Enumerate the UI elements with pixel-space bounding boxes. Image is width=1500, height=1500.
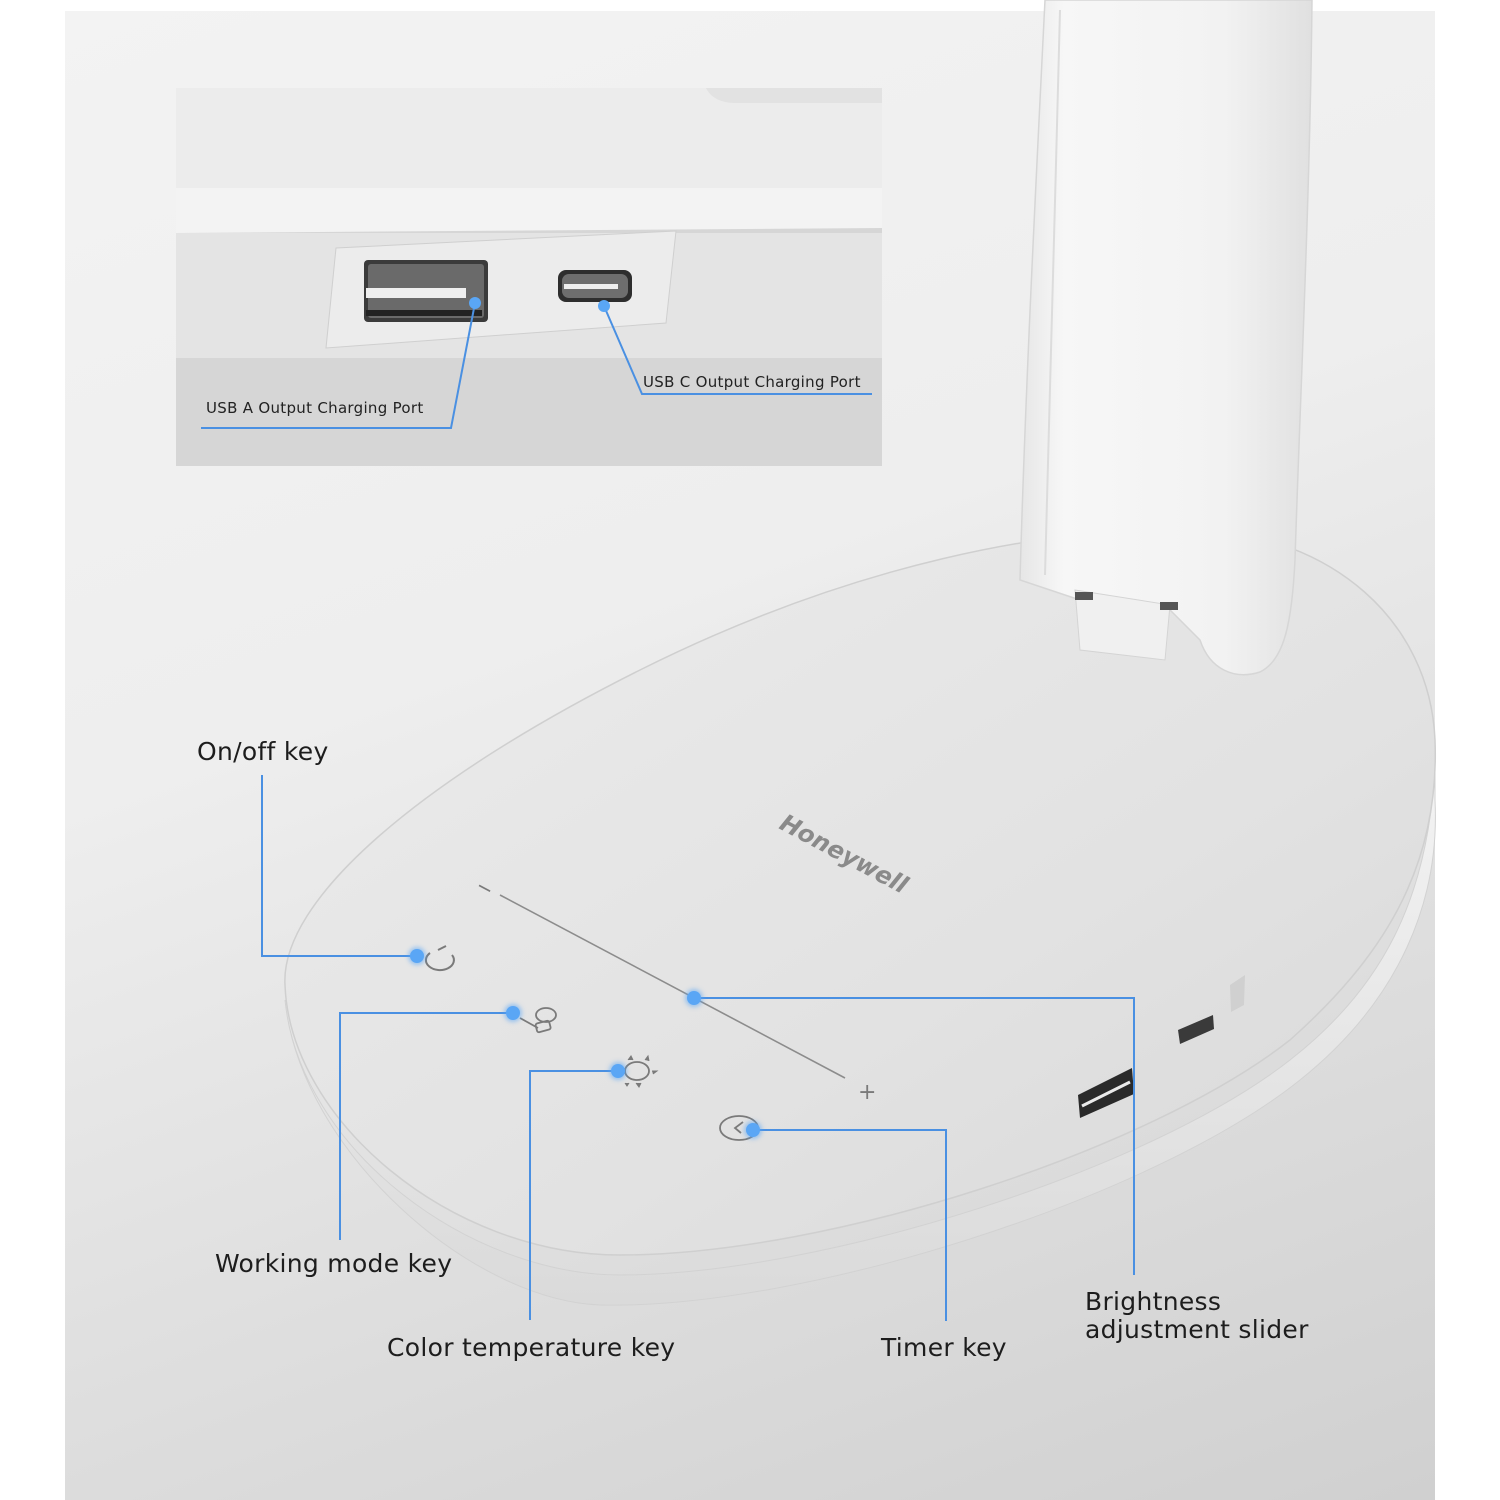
side-port-recess <box>1230 975 1245 1012</box>
color-temperature-leader-vertical <box>529 1070 531 1320</box>
timer-dot <box>746 1123 760 1137</box>
brightness-dot <box>687 991 701 1005</box>
on-off-leader-horizontal <box>261 955 418 957</box>
usb-c-port-image <box>558 270 632 302</box>
working-mode-key-label: Working mode key <box>215 1249 453 1278</box>
lamp-arm-inner-edge <box>1044 9 1061 576</box>
brightness-slider-label: Brightness adjustment slider <box>1085 1288 1309 1344</box>
usb-ports-closeup: USB A Output Charging Port USB C Output … <box>176 88 882 466</box>
usb-a-dot <box>469 297 481 309</box>
usb-c-label: USB C Output Charging Port <box>643 373 861 391</box>
on-off-leader-vertical <box>261 775 263 957</box>
timer-leader-vertical <box>945 1129 947 1321</box>
lamp-base-top <box>284 528 1437 1256</box>
timer-leader-horizontal <box>753 1129 947 1131</box>
color-temperature-leader-horizontal <box>529 1070 618 1072</box>
working-mode-leader-vertical <box>339 1012 341 1240</box>
brightness-leader-horizontal <box>694 997 1135 999</box>
working-mode-icon <box>519 1007 557 1034</box>
brightness-label-line2: adjustment slider <box>1085 1315 1309 1344</box>
power-icon <box>424 945 455 972</box>
slider-plus-label: + <box>858 1080 876 1105</box>
working-mode-leader-horizontal <box>339 1012 513 1014</box>
brightness-label-line1: Brightness <box>1085 1287 1222 1316</box>
lamp-arm <box>1019 0 1313 676</box>
working-mode-dot <box>506 1006 520 1020</box>
usb-c-leader <box>603 305 872 395</box>
hinge-slot-left <box>1075 592 1093 600</box>
hinge-slot-right <box>1160 602 1178 610</box>
lamp-base-side <box>284 759 1436 1306</box>
side-usb-c-port <box>1178 1015 1214 1044</box>
usb-a-port-image <box>364 260 488 322</box>
sun-icon <box>624 1054 659 1088</box>
on-off-key-label: On/off key <box>197 737 329 766</box>
brightness-slider-track <box>499 894 846 1079</box>
color-temperature-key-label: Color temperature key <box>387 1333 676 1362</box>
timer-key-label: Timer key <box>881 1333 1007 1362</box>
color-temperature-dot <box>611 1064 625 1078</box>
usb-c-dot <box>598 300 610 312</box>
on-off-dot <box>410 949 424 963</box>
lamp-hinge <box>1074 589 1171 661</box>
usb-a-label: USB A Output Charging Port <box>206 399 424 417</box>
brightness-leader-vertical <box>1133 997 1135 1275</box>
usb-a-leader <box>201 302 476 429</box>
